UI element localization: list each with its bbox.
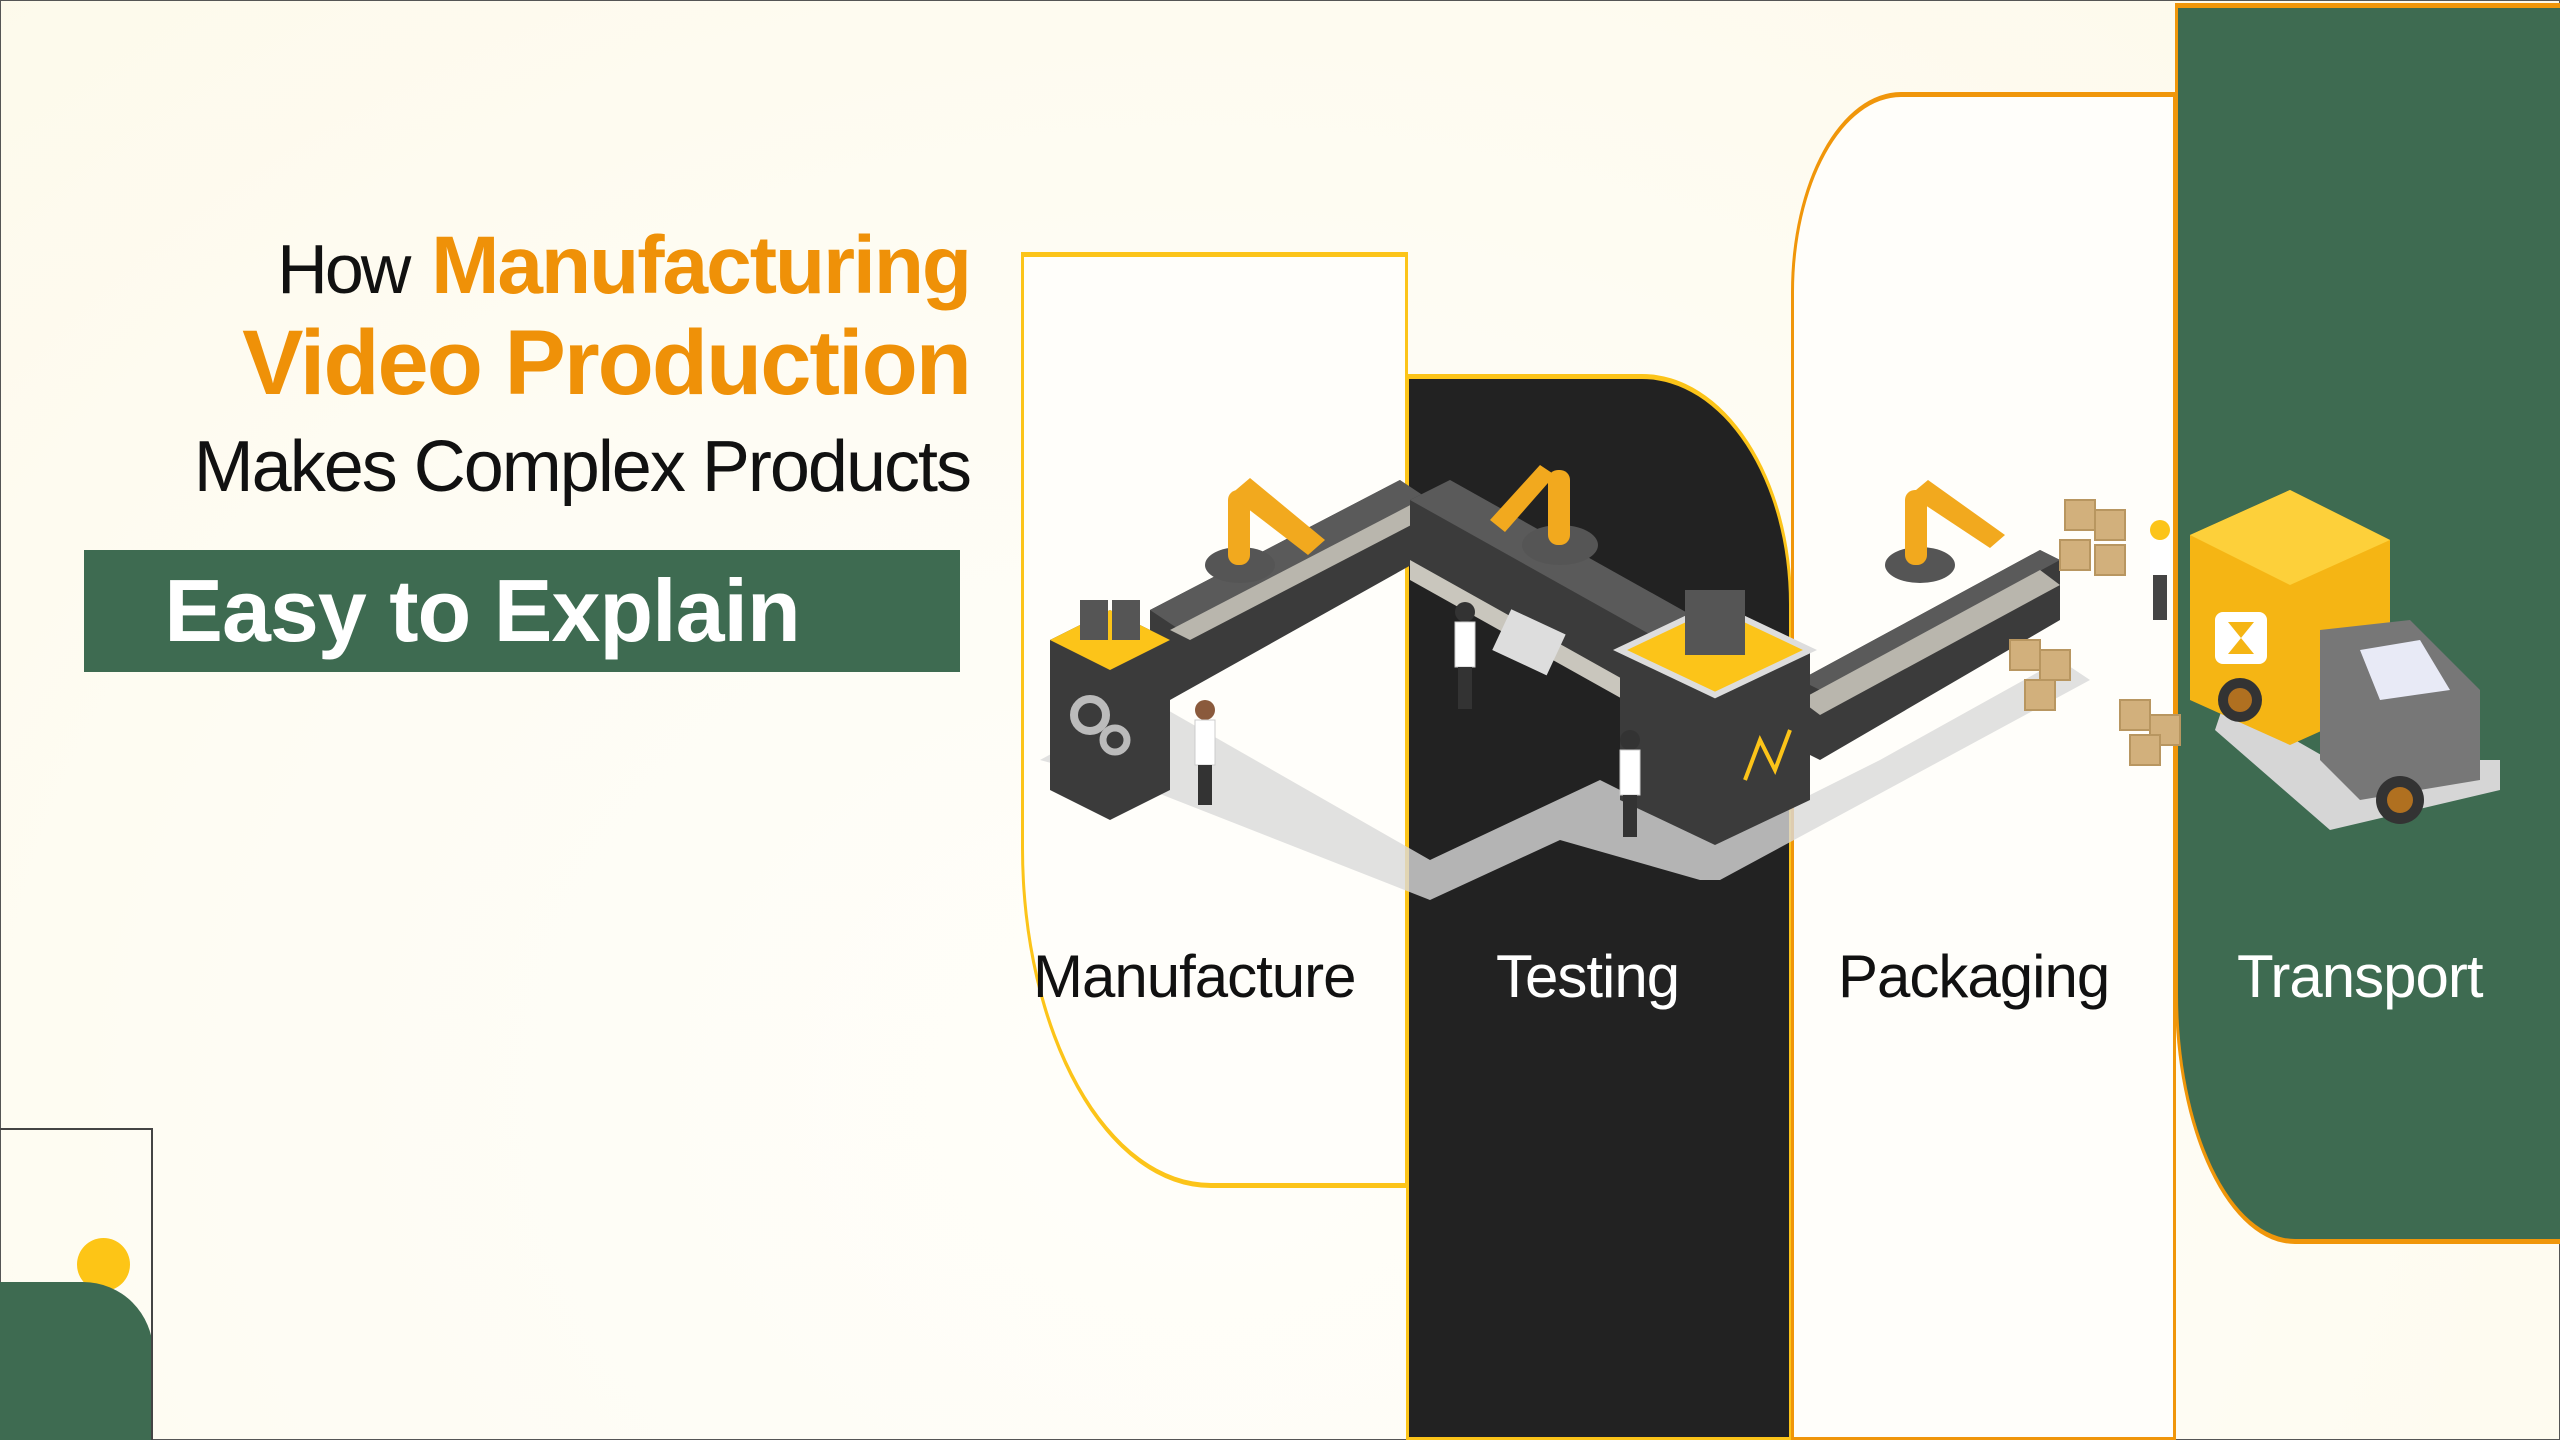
headline-line-1: How Manufacturing	[90, 225, 972, 308]
worker-icon	[1194, 700, 1216, 805]
robot-arm-icon	[1490, 465, 1598, 565]
headline-highlight-2: Video Production	[242, 312, 972, 414]
corner-decoration	[0, 1128, 153, 1440]
stage-label-transport: Transport	[2237, 943, 2484, 1010]
conveyor-icon	[1800, 550, 2060, 760]
headline-line-3: Makes Complex Products	[193, 427, 972, 507]
headline-highlight-1: Manufacturing	[431, 220, 972, 311]
headline-banner-text: Easy to Explain	[164, 561, 800, 660]
worker-icon	[1454, 602, 1476, 709]
worker-icon	[1619, 730, 1641, 837]
stage-label-packaging: Packaging	[1838, 943, 2110, 1010]
robot-arm-icon	[1885, 480, 2005, 583]
stage-label-manufacture: Manufacture	[1033, 943, 1357, 1010]
conveyor-icon	[1150, 480, 1440, 700]
gear-icon	[1099, 724, 1131, 756]
headline: How Manufacturing Video Production Makes…	[90, 225, 972, 507]
gear-icon	[1070, 695, 1110, 735]
delivery-truck-icon	[2190, 490, 2500, 830]
headline-prefix: How	[277, 230, 411, 308]
robot-arm-icon	[1205, 478, 1325, 583]
worker-icon	[2150, 520, 2170, 620]
gear-machine-icon	[1050, 600, 1170, 820]
green-shape-decoration	[0, 1282, 151, 1440]
testing-station-icon	[1612, 590, 1818, 845]
headline-banner: Easy to Explain	[84, 550, 960, 672]
box-stack-icon	[2009, 499, 2181, 766]
control-panel-icon	[1492, 609, 1566, 676]
floor-shadows	[1040, 660, 2090, 900]
stage-label-testing: Testing	[1496, 943, 1680, 1010]
